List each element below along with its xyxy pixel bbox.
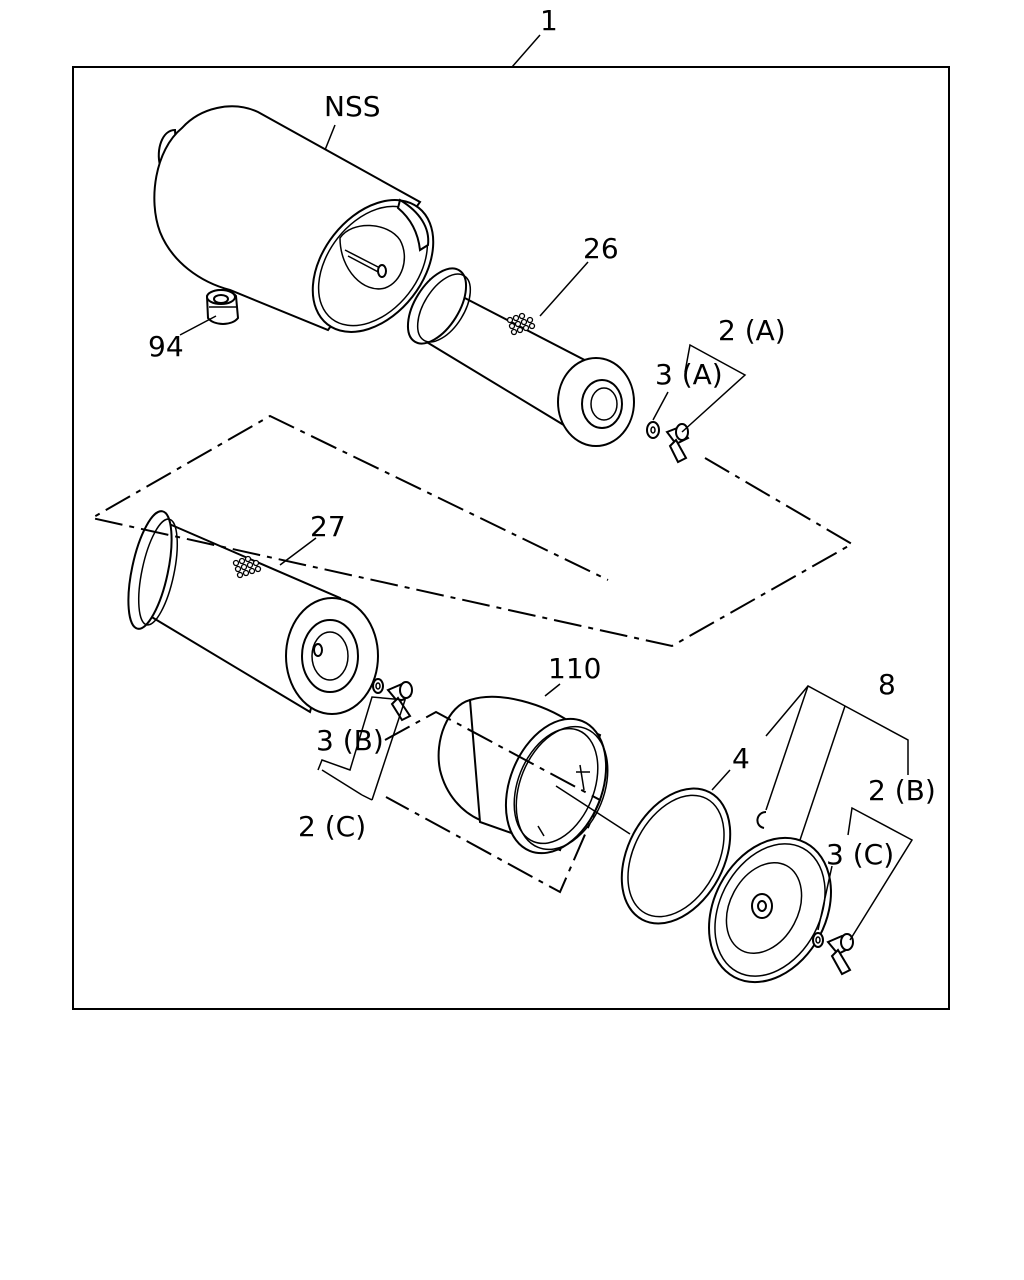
label-27: 27 <box>310 510 346 543</box>
end-cover <box>708 836 832 984</box>
vacuator-valve <box>205 289 240 325</box>
wing-nut-b <box>826 933 854 976</box>
housing-cup <box>437 695 609 855</box>
retaining-clip <box>756 811 767 829</box>
inner-filter-element <box>406 267 635 447</box>
washer-b <box>372 678 384 694</box>
assembly-frame <box>72 66 950 1010</box>
label-assembly: 1 <box>540 4 558 37</box>
label-2b: 2 (B) <box>868 774 936 807</box>
element-perforation-pattern-27 <box>232 555 262 579</box>
label-8: 8 <box>878 668 896 701</box>
label-2c: 2 (C) <box>298 810 366 843</box>
label-4: 4 <box>732 742 750 775</box>
washer-c <box>812 932 824 948</box>
phantom-line-lower <box>384 710 602 894</box>
label-110: 110 <box>548 652 601 685</box>
label-3a: 3 (A) <box>655 358 723 391</box>
label-94: 94 <box>148 330 184 363</box>
wing-nut-c <box>386 681 413 722</box>
seal-ring <box>620 787 732 925</box>
phantom-line-upper <box>89 414 855 648</box>
label-2a: 2 (A) <box>718 314 786 347</box>
assembly-leader <box>511 34 541 68</box>
washer-a <box>646 421 660 439</box>
label-nss: NSS <box>324 90 381 123</box>
outer-filter-element <box>127 510 379 715</box>
label-3c: 3 (C) <box>826 838 894 871</box>
air-cleaner-housing <box>153 105 435 333</box>
label-26: 26 <box>583 232 619 265</box>
element-perforation-pattern <box>506 312 536 336</box>
label-3b: 3 (B) <box>316 724 384 757</box>
